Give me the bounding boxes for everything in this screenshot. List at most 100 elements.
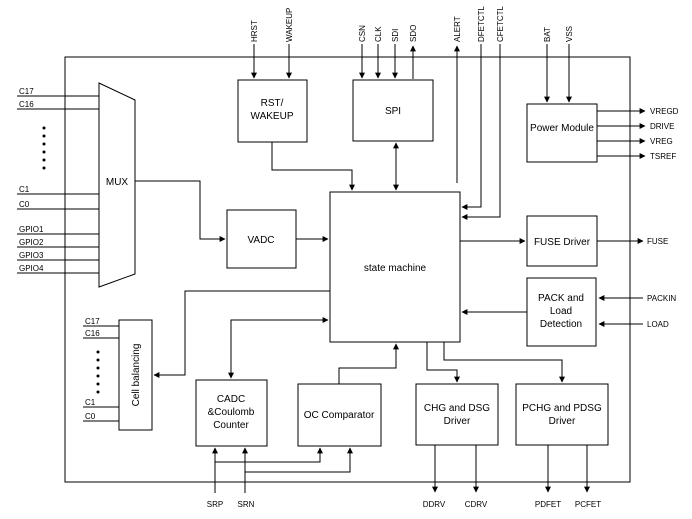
pack-load-label-line1: PACK and — [538, 293, 584, 304]
pin-csn: CSN — [358, 25, 367, 79]
cadc-label-line1: CADC — [217, 394, 245, 405]
mux-input-ellipsis — [42, 126, 46, 170]
cadc-block: CADC &Coulomb Counter — [195, 379, 268, 447]
pin-srp: SRP — [207, 447, 223, 509]
rst-to-state-machine — [271, 142, 355, 191]
cell-input-c17: C17 — [83, 317, 119, 327]
state-machine-label: state machine — [364, 263, 427, 274]
cadc-label-line3: Counter — [213, 420, 249, 431]
cell-input-c16-label: C16 — [85, 329, 100, 338]
oc-comparator-to-state-machine — [338, 343, 399, 384]
mux-input-gpio2: GPIO2 — [17, 238, 99, 248]
power-module-block: Power Module — [526, 103, 598, 163]
rst-wakeup-label-line1: RST/ — [261, 98, 284, 109]
state-machine-to-chg-dsg-driver — [426, 342, 460, 383]
oc-comparator-block: OC Comparator — [297, 383, 382, 447]
pin-pdfet-label: PDFET — [535, 500, 561, 509]
pin-dfetctl-label: DFETCTL — [477, 5, 486, 42]
pin-alert: ALERT — [453, 16, 462, 183]
pin-ddrv-label: DDRV — [423, 500, 446, 509]
pin-fuse: FUSE — [597, 237, 668, 246]
pin-vss-label: VSS — [565, 26, 574, 42]
pin-bat: BAT — [543, 27, 552, 103]
fuse-driver-block: FUSE Driver — [526, 215, 598, 267]
pack-load-label-line3: Detection — [540, 319, 582, 330]
pin-vregd-label: VREGD — [650, 107, 679, 116]
mux-input-c1-label: C1 — [19, 185, 30, 194]
state-machine-to-pchg-pdsg-driver — [443, 342, 565, 383]
cell-input-c0-label: C0 — [85, 412, 96, 421]
oc-comparator-label: OC Comparator — [304, 410, 375, 421]
state-machine-to-cell-balancing — [153, 290, 330, 378]
mux-input-c0-label: C0 — [19, 200, 30, 209]
pchg-pdsg-label-line1: PCHG and PDSG — [522, 403, 602, 414]
pin-vss: VSS — [565, 26, 574, 103]
rst-wakeup-block: RST/ WAKEUP — [237, 79, 308, 143]
pin-sdi: SDI — [391, 29, 400, 79]
mux-input-c0: C0 — [17, 200, 99, 210]
vadc-label: VADC — [247, 235, 274, 246]
pin-wakeup-label: WAKEUP — [285, 8, 294, 42]
fuse-driver-label: FUSE Driver — [534, 237, 591, 248]
mux-input-c16-label: C16 — [19, 100, 34, 109]
pin-vreg: VREG — [597, 137, 673, 146]
mux-input-gpio1: GPIO1 — [17, 225, 99, 235]
pin-cdrv: CDRV — [465, 445, 488, 509]
cell-balancing-block: Cell balancing — [118, 319, 153, 431]
power-module-label: Power Module — [530, 123, 594, 134]
pin-cfetctl: CFETCTL — [461, 5, 505, 220]
cadc-label-line2: &Coulomb — [208, 407, 255, 418]
pin-alert-label: ALERT — [453, 16, 462, 42]
mux-input-c17-label: C17 — [19, 87, 34, 96]
pin-ddrv: DDRV — [423, 445, 446, 509]
mux-input-gpio3-label: GPIO3 — [19, 251, 44, 260]
cell-input-c0: C0 — [83, 412, 119, 422]
chg-dsg-label-line2: Driver — [444, 416, 471, 427]
spi-block: SPI — [352, 79, 434, 142]
pin-vregd: VREGD — [597, 107, 679, 116]
mux-input-gpio4: GPIO4 — [17, 264, 99, 274]
chg-dsg-driver-block: CHG and DSG Driver — [415, 383, 499, 446]
cadc-state-machine-link — [228, 317, 329, 379]
pin-clk-label: CLK — [374, 26, 383, 42]
pin-drive-label: DRIVE — [650, 122, 674, 131]
pin-cdrv-label: CDRV — [465, 500, 488, 509]
pin-pdfet: PDFET — [535, 445, 561, 509]
pin-pcfet-label: PCFET — [575, 500, 601, 509]
rst-wakeup-label-line2: WAKEUP — [251, 111, 294, 122]
pchg-pdsg-label-line2: Driver — [549, 416, 576, 427]
mux-to-vadc — [135, 180, 226, 242]
mux-input-gpio1-label: GPIO1 — [19, 225, 44, 234]
cell-input-ellipsis — [96, 350, 100, 394]
pin-drive: DRIVE — [597, 122, 674, 131]
cell-input-c16: C16 — [83, 329, 119, 339]
pin-csn-label: CSN — [358, 25, 367, 42]
pin-srn-label: SRN — [238, 500, 255, 509]
mux-block: MUX — [98, 82, 136, 288]
chg-dsg-label-line1: CHG and DSG — [424, 403, 490, 414]
pin-sdo-label: SDO — [409, 25, 418, 42]
pin-load: LOAD — [598, 320, 669, 329]
spi-label: SPI — [385, 106, 401, 117]
mux-input-gpio3: GPIO3 — [17, 251, 99, 261]
pchg-pdsg-driver-block: PCHG and PDSG Driver — [515, 383, 609, 446]
pin-tsref: TSREF — [597, 152, 676, 161]
pin-hrst-label: HRST — [250, 20, 259, 42]
pin-srn: SRN — [238, 447, 255, 509]
pin-cfetctl-label: CFETCTL — [496, 5, 505, 42]
pin-sdo: SDO — [409, 25, 418, 79]
pack-load-label-line2: Load — [550, 306, 572, 317]
cell-balancing-label: Cell balancing — [131, 344, 142, 407]
cell-input-c1: C1 — [83, 398, 119, 408]
pin-dfetctl: DFETCTL — [461, 5, 486, 210]
pin-fuse-label: FUSE — [647, 237, 668, 246]
pin-hrst: HRST — [250, 20, 259, 79]
mux-input-c17: C17 — [17, 87, 99, 97]
cell-input-c17-label: C17 — [85, 317, 100, 326]
state-machine-block: state machine — [329, 191, 461, 343]
pin-packin-label: PACKIN — [647, 294, 676, 303]
vadc-block: VADC — [226, 209, 297, 269]
mux-label: MUX — [106, 177, 129, 188]
pin-bat-label: BAT — [543, 27, 552, 42]
